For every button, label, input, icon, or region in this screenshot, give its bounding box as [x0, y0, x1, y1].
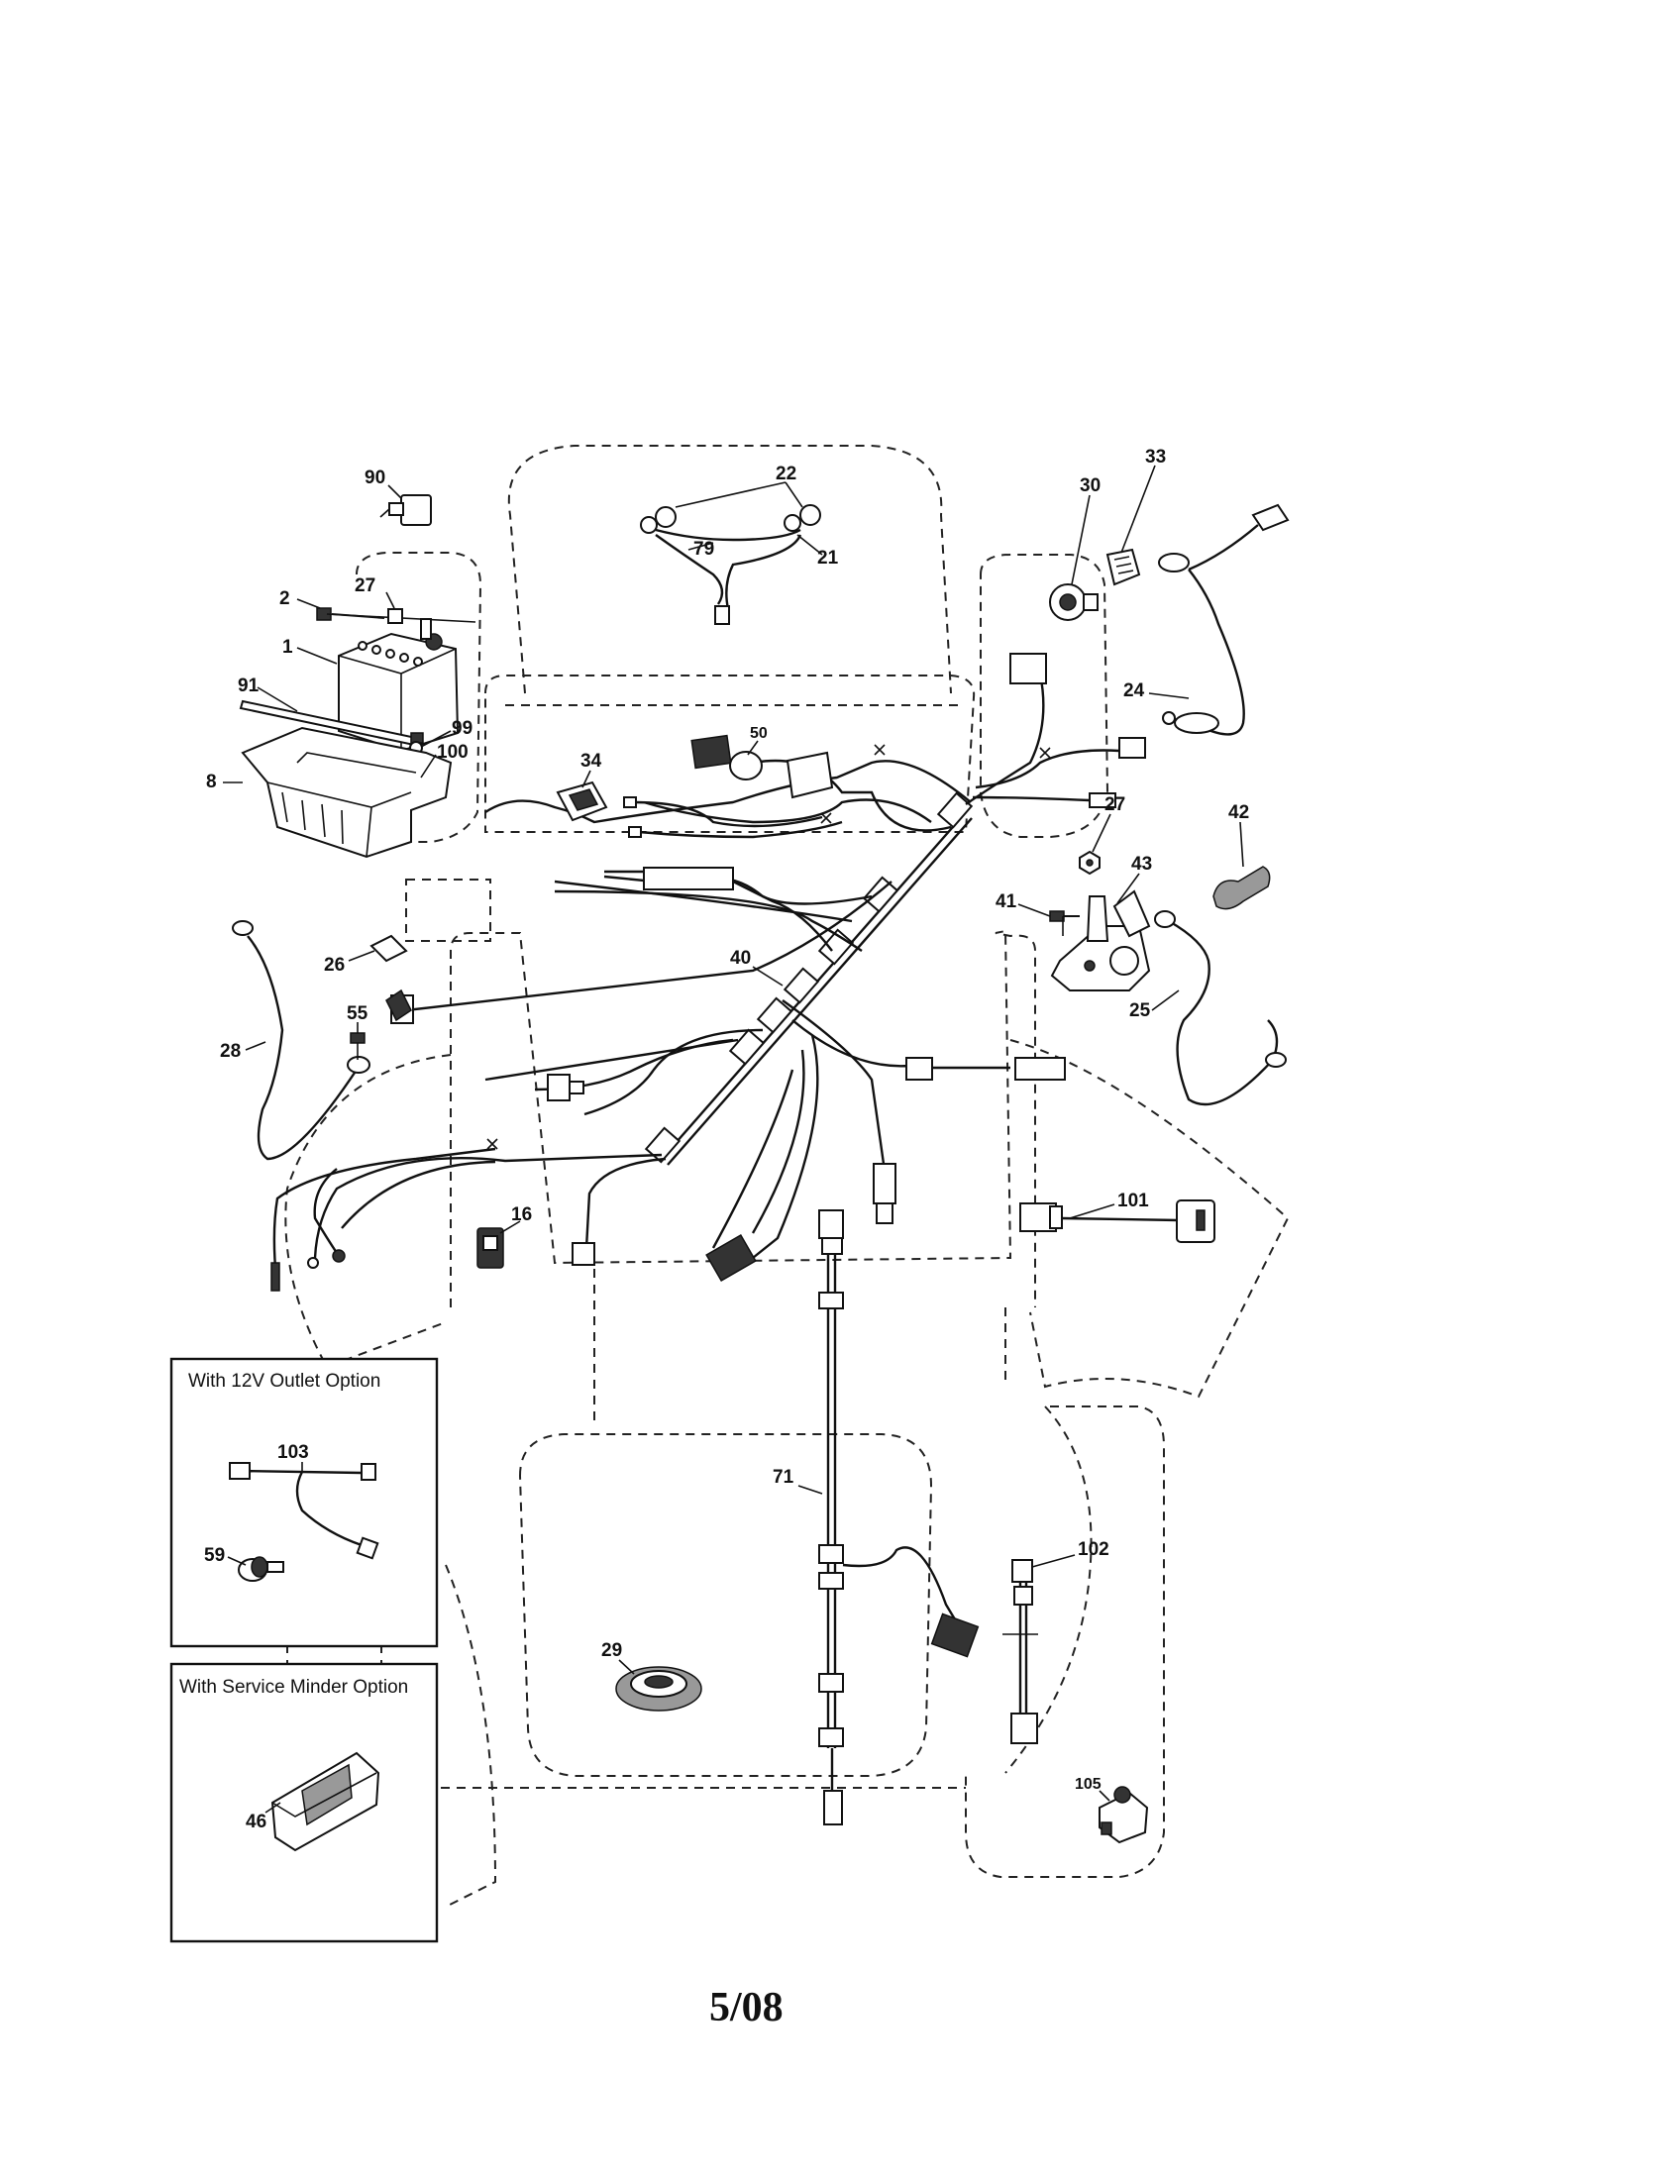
part-90 — [379, 494, 432, 526]
connector-mid-left — [547, 1074, 584, 1101]
rear-bracket-outline — [965, 1405, 1165, 1878]
part-33-key — [1105, 548, 1141, 586]
label-22: 22 — [776, 464, 796, 484]
starter-solenoid-43 — [1049, 850, 1151, 991]
footer-date-code: 5/08 — [709, 1985, 784, 2030]
label-43: 43 — [1131, 854, 1152, 875]
rear-right-fender-outline — [1004, 1405, 1093, 1774]
label-102: 102 — [1078, 1539, 1109, 1560]
label-101: 101 — [1117, 1191, 1149, 1211]
label-29: 29 — [601, 1640, 622, 1661]
part-55-bolt — [350, 1032, 366, 1060]
left-fender-outline — [284, 1054, 452, 1369]
label-41: 41 — [996, 891, 1017, 912]
label-91: 91 — [238, 676, 260, 696]
label-28: 28 — [220, 1041, 241, 1062]
minder-option-box — [169, 1662, 439, 1943]
label-2: 2 — [279, 588, 290, 609]
part-42-boot — [1212, 866, 1271, 910]
right-bay-outline — [980, 554, 1109, 838]
rear-left-fender-outline — [445, 1564, 497, 1908]
connector-small — [385, 988, 412, 1022]
hood-outline — [507, 445, 952, 694]
label-90: 90 — [365, 468, 385, 488]
label-105: 105 — [1075, 1776, 1102, 1793]
label-27-solenoid: 27 — [1104, 794, 1125, 815]
part-105 — [1099, 1786, 1149, 1844]
label-46: 46 — [246, 1812, 266, 1832]
seat-deck-outline — [518, 1433, 933, 1777]
harness-71 — [818, 1209, 980, 1825]
label-30: 30 — [1080, 475, 1101, 496]
label-8: 8 — [206, 772, 217, 792]
label-99: 99 — [452, 718, 472, 739]
label-26: 26 — [324, 955, 345, 976]
wire-cross-marks — [486, 744, 1051, 1150]
label-21: 21 — [817, 548, 839, 569]
label-34: 34 — [580, 751, 602, 772]
outlet-option-title: With 12V Outlet Option — [188, 1371, 380, 1392]
part-28-cable — [232, 920, 370, 1161]
part-26-fuse — [369, 934, 408, 963]
part-16 — [476, 1227, 504, 1269]
headlight-assembly — [640, 504, 821, 625]
right-fender-outline — [1009, 1039, 1290, 1399]
label-100: 100 — [437, 742, 469, 763]
battery-bay-outline — [356, 552, 482, 843]
part-29 — [615, 1666, 702, 1712]
label-25: 25 — [1129, 1000, 1151, 1021]
label-50: 50 — [750, 725, 768, 742]
part-34-switch — [556, 780, 843, 839]
label-40: 40 — [730, 948, 751, 969]
label-103: 103 — [277, 1442, 309, 1463]
part-24-cable — [1158, 503, 1290, 736]
label-16: 16 — [511, 1204, 532, 1225]
harness-102 — [1002, 1559, 1038, 1744]
part-101 — [1019, 1199, 1215, 1243]
part-25-cable — [1154, 910, 1287, 1106]
part-30-ignition-switch — [1049, 583, 1099, 621]
callout-labels: 90 22 79 21 30 33 2 27 1 91 99 100 8 50 … — [204, 447, 1249, 1832]
label-55: 55 — [347, 1003, 368, 1024]
outlet-option-box — [169, 1357, 439, 1648]
label-24: 24 — [1123, 680, 1145, 701]
connector-bracket-outline — [405, 879, 491, 942]
label-1: 1 — [282, 637, 293, 658]
connector-40-end — [572, 1242, 595, 1266]
part-50 — [690, 734, 834, 799]
battery-assembly — [239, 607, 476, 859]
dash-panel-outline — [484, 675, 976, 833]
label-27-battery: 27 — [355, 575, 375, 596]
label-59: 59 — [204, 1545, 225, 1566]
main-harness-40 — [307, 653, 1146, 1283]
ground-leads — [270, 1147, 496, 1292]
label-33: 33 — [1145, 447, 1166, 468]
callout-leaders — [223, 465, 1244, 1814]
label-79: 79 — [693, 539, 714, 560]
frame-center-outline — [450, 929, 1036, 1307]
minder-option-title: With Service Minder Option — [179, 1677, 408, 1698]
label-71: 71 — [773, 1467, 794, 1488]
label-42: 42 — [1228, 802, 1249, 823]
